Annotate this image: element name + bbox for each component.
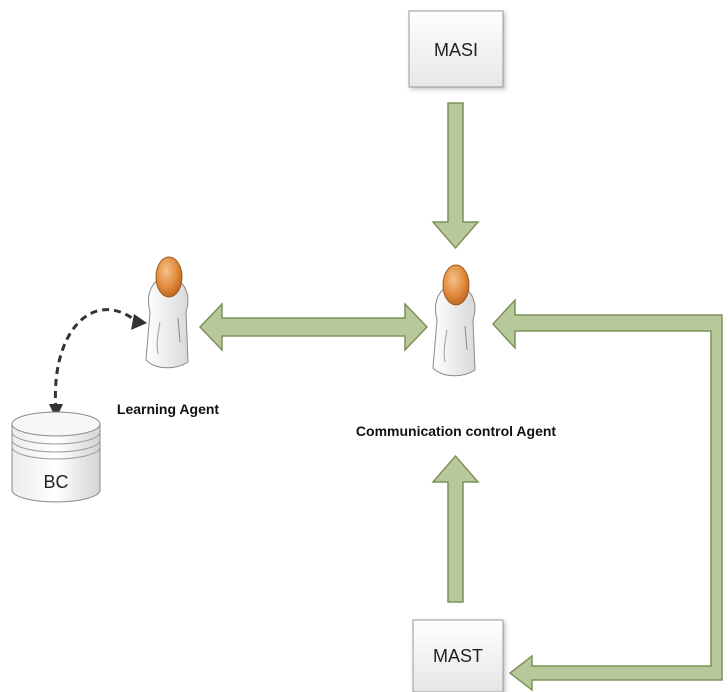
masi-box	[408, 10, 504, 88]
communication-agent-label: Communication control Agent	[356, 423, 556, 439]
bc-database-cylinder-icon	[11, 411, 101, 503]
learning-agent-person-icon	[145, 256, 189, 369]
mast-box	[412, 619, 504, 692]
learning-agent-label: Learning Agent	[117, 401, 219, 417]
arrow-mast-to-communication-agent	[431, 454, 480, 603]
arrow-learning-communication-bidirectional	[198, 302, 429, 352]
bc-label: BC	[43, 472, 68, 492]
communication-agent-person-icon	[432, 264, 476, 377]
arrow-masi-to-communication-agent	[431, 102, 480, 250]
masi-label: MASI	[434, 40, 478, 60]
mast-label: MAST	[433, 646, 483, 666]
arrow-mast-loop-to-communication-agent	[491, 298, 723, 692]
